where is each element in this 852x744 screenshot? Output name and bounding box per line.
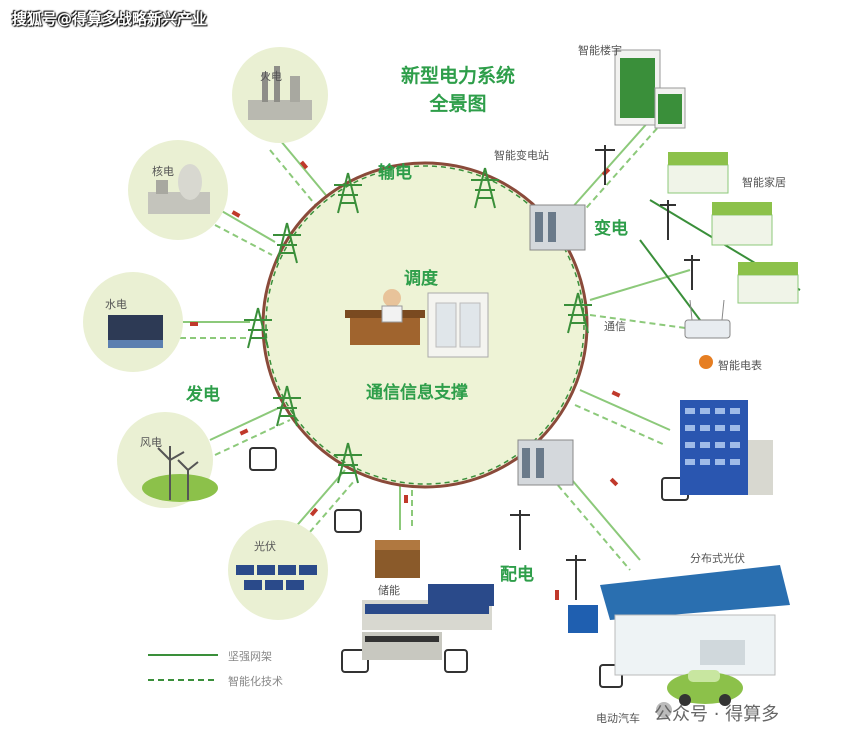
office-tower [680, 400, 773, 495]
electric-vehicle [667, 670, 743, 706]
dispatch-label: 调度 [404, 269, 438, 289]
flow-markers [190, 160, 621, 600]
substation-equipment [517, 204, 586, 486]
transmission-towers [244, 167, 592, 484]
legend [148, 654, 218, 681]
comm-info-label: 通信信息支撑 [366, 383, 468, 403]
thermal-label: 火电 [260, 70, 282, 83]
generation-label: 发电 [186, 385, 220, 405]
smart-building-label: 智能楼宇 [578, 44, 622, 57]
utility-poles [510, 145, 700, 600]
storage-area [362, 540, 494, 660]
diagram-title: 新型电力系统 全景图 [388, 62, 528, 118]
distribution-label: 配电 [500, 565, 534, 585]
smart-meter-label: 智能电表 [718, 359, 762, 372]
hydro-label: 水电 [105, 298, 127, 311]
smart-building [614, 49, 686, 129]
transmission-label: 输电 [378, 163, 412, 183]
ev-label: 电动汽车 [596, 712, 640, 725]
distributed-pv-label: 分布式光伏 [690, 552, 745, 565]
smart-homes [667, 152, 799, 304]
storage-label: 储能 [378, 584, 400, 597]
substation-label: 变电 [594, 219, 628, 239]
wind-label: 风电 [140, 436, 162, 449]
legend-dashed-label: 智能化技术 [228, 675, 283, 688]
dispatch-illustration [345, 289, 489, 358]
nuclear-power-node [128, 140, 228, 240]
legend-solid-label: 坚强网架 [228, 650, 272, 663]
smart-home-label: 智能家居 [742, 176, 786, 189]
wechat-icon [656, 702, 672, 718]
smart-substation-label: 智能变电站 [494, 149, 549, 162]
footer-account: 公众号 · 得算多 [654, 704, 780, 725]
communication-label: 通信 [604, 320, 626, 333]
title-line-2: 全景图 [429, 93, 487, 115]
generation-nodes [83, 47, 328, 620]
pv-label: 光伏 [254, 540, 276, 553]
distributed-pv-station [568, 565, 790, 676]
smart-meter-device [684, 299, 731, 369]
watermark: 搜狐号@得算多战略新兴产业 [12, 10, 208, 28]
title-line-1: 新型电力系统 [400, 65, 515, 87]
nuclear-label: 核电 [152, 165, 174, 178]
